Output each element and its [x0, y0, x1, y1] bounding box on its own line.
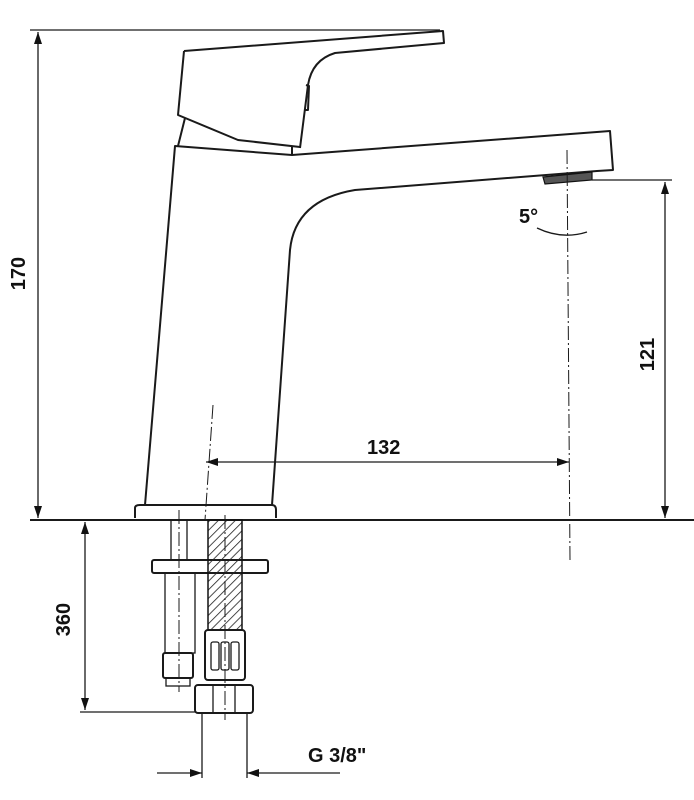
spout-centerline: [566, 149, 571, 561]
lever-handle: [177, 30, 445, 149]
hose-length-label: 360: [53, 602, 76, 637]
connection-nut: [194, 684, 254, 714]
spout-height-label: 121: [637, 337, 660, 372]
total-height-label: 170: [8, 256, 31, 291]
supply-hoses: [151, 510, 269, 720]
spout-reach-label: 132: [367, 437, 401, 459]
spout-angle-label: 5°: [519, 206, 539, 228]
angle-arc: [536, 227, 588, 236]
thread-size-label: G 3/8": [308, 745, 367, 767]
rod-nut: [162, 652, 194, 679]
